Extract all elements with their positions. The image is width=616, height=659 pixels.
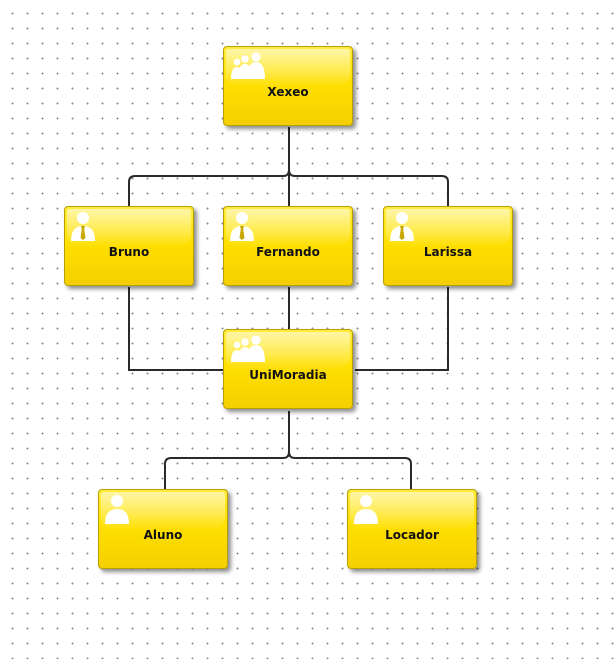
connector-bruno-unimoradia [128,287,223,371]
group-icon [231,335,265,362]
node-bruno[interactable]: Bruno [64,206,194,286]
connector-unimoradia-locador [288,451,412,489]
node-label: Aluno [143,528,183,542]
node-xexeo[interactable]: Xexeo [223,46,353,126]
connector-xexeo-bruno [128,127,290,206]
connector-xexeo-larissa [288,169,449,206]
node-aluno[interactable]: Aluno [98,489,228,569]
node-label: Larissa [423,245,473,259]
node-label: Bruno [108,245,150,259]
node-unimoradia[interactable]: UniMoradia [223,329,353,409]
node-label: Fernando [256,245,320,259]
node-label: Locador [385,528,439,542]
node-locador[interactable]: Locador [347,489,477,569]
group-icon [231,52,265,79]
person-tie-icon [390,212,414,241]
person-tie-icon [230,212,254,241]
person-tie-icon [71,212,95,241]
person-icon [105,495,129,524]
node-fernando[interactable]: Fernando [223,206,353,286]
node-label: Xexeo [267,85,309,99]
person-icon [354,495,378,524]
node-larissa[interactable]: Larissa [383,206,513,286]
connector-unimoradia-aluno [164,411,290,489]
node-label: UniMoradia [249,368,327,382]
connector-larissa-unimoradia [355,287,449,371]
